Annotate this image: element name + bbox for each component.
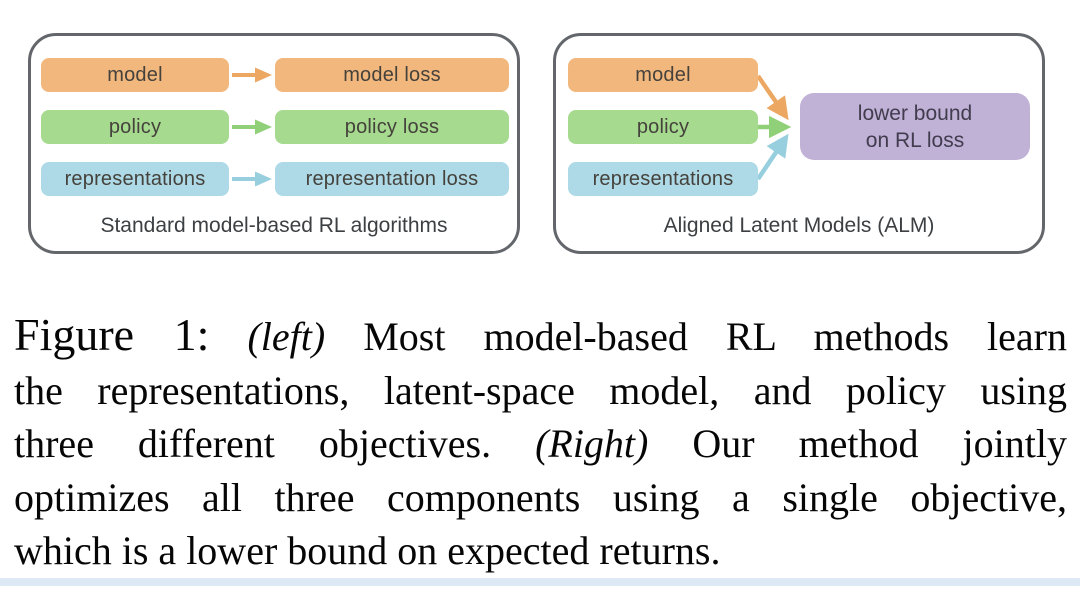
caption-text: three different objectives. <box>14 421 536 466</box>
caption-left-tag: (left) <box>247 314 326 359</box>
caption-text: the representations, latent-space model,… <box>14 367 1067 413</box>
model-loss-box: model loss <box>275 58 509 92</box>
policy-loss-box: policy loss <box>275 110 509 144</box>
policy-box: policy <box>41 110 229 144</box>
model-box: model <box>568 58 758 92</box>
policy-label: policy <box>108 115 162 138</box>
panel-alm: model policy representations lower bound… <box>553 33 1045 254</box>
representation-loss-label: representation loss <box>305 167 479 190</box>
caption-line-2: the representations, latent-space model,… <box>14 364 1067 418</box>
policy-loss-label: policy loss <box>344 115 440 138</box>
representations-label: representations <box>64 167 206 190</box>
representations-box: representations <box>568 162 758 196</box>
model-loss-label: model loss <box>343 63 441 86</box>
model-to-bound-arrow <box>756 74 789 121</box>
representations-box: representations <box>41 162 229 196</box>
lower-bound-box: lower bound on RL loss <box>800 93 1030 160</box>
policy-box: policy <box>568 110 758 144</box>
caption-text: which is a lower bound on expected retur… <box>14 528 721 573</box>
left-panel-caption: Standard model-based RL algorithms <box>100 214 448 237</box>
right-panel-caption: Aligned Latent Models (ALM) <box>663 214 935 237</box>
policy-arrow-icon <box>230 119 274 135</box>
caption-text: optimizes all three components using a s… <box>14 474 1067 520</box>
model-arrow-icon <box>230 67 274 83</box>
caption-line-3: three different objectives. (Right) Our … <box>14 417 1067 471</box>
panel-standard-mbrl: model model loss policy policy loss repr… <box>28 33 520 254</box>
representations-to-bound-arrow <box>756 133 789 181</box>
representation-loss-box: representation loss <box>275 162 509 196</box>
caption-line-4: optimizes all three components using a s… <box>14 471 1067 525</box>
model-label: model <box>107 63 163 86</box>
bottom-highlight-strip <box>0 578 1080 586</box>
representations-label: representations <box>592 167 734 190</box>
representation-arrow-icon <box>230 171 274 187</box>
model-box: model <box>41 58 229 92</box>
policy-label: policy <box>636 115 690 138</box>
caption-text: Our method jointly <box>648 421 1067 466</box>
caption-line-1: Figure 1: (left) Most model-based RL met… <box>14 308 1067 364</box>
lower-bound-line2: on RL loss <box>865 128 965 152</box>
caption-line-5: which is a lower bound on expected retur… <box>14 524 1067 578</box>
model-label: model <box>635 63 691 86</box>
lower-bound-line1: lower bound <box>857 101 973 125</box>
caption-figure-label: Figure 1: <box>14 309 210 360</box>
caption-right-tag: (Right) <box>535 421 649 466</box>
caption-text: Most model-based RL methods learn <box>325 314 1067 359</box>
figure-caption: Figure 1: (left) Most model-based RL met… <box>14 308 1067 578</box>
